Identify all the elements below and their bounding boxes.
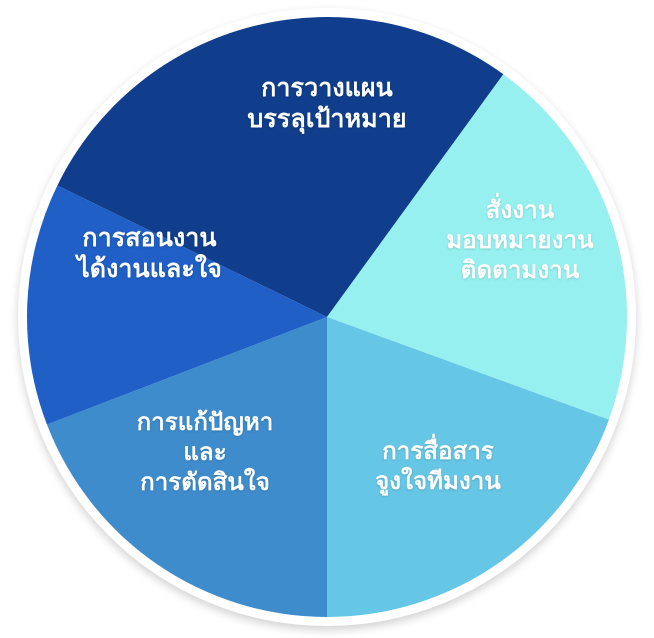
slice-label-problem-solving-line1: การแก้ปัญหา bbox=[136, 408, 274, 436]
slice-label-coaching: การสอนงาน ได้งานและใจ bbox=[42, 222, 257, 284]
slice-label-communication-line2: จูงใจทีมงาน bbox=[375, 466, 501, 495]
slice-label-coaching-line1: การสอนงาน bbox=[82, 223, 217, 252]
slice-label-assigning: สั่งงาน มอบหมายงาน ติดตามงาน bbox=[420, 196, 620, 285]
slice-label-planning-line1: การวางแผน bbox=[261, 73, 393, 102]
slice-label-communication-line1: การสื่อสาร bbox=[382, 437, 494, 465]
slice-label-assigning-line2: มอบหมายงาน bbox=[446, 225, 594, 254]
slice-label-problem-solving-line3: การตัดสินใจ bbox=[140, 467, 270, 496]
slice-label-planning-line2: บรรลุเป้าหมาย bbox=[247, 104, 407, 133]
slice-label-problem-solving-line2: และ bbox=[183, 437, 227, 466]
slice-label-communication: การสื่อสาร จูงใจทีมงาน bbox=[338, 437, 538, 497]
slice-label-assigning-line3: ติดตามงาน bbox=[460, 255, 580, 284]
slice-label-problem-solving: การแก้ปัญหา และ การตัดสินใจ bbox=[100, 408, 310, 497]
slice-label-planning: การวางแผน บรรลุเป้าหมาย bbox=[207, 72, 447, 134]
slice-label-assigning-line1: สั่งงาน bbox=[485, 196, 555, 224]
slice-label-coaching-line2: ได้งานและใจ bbox=[77, 254, 222, 283]
